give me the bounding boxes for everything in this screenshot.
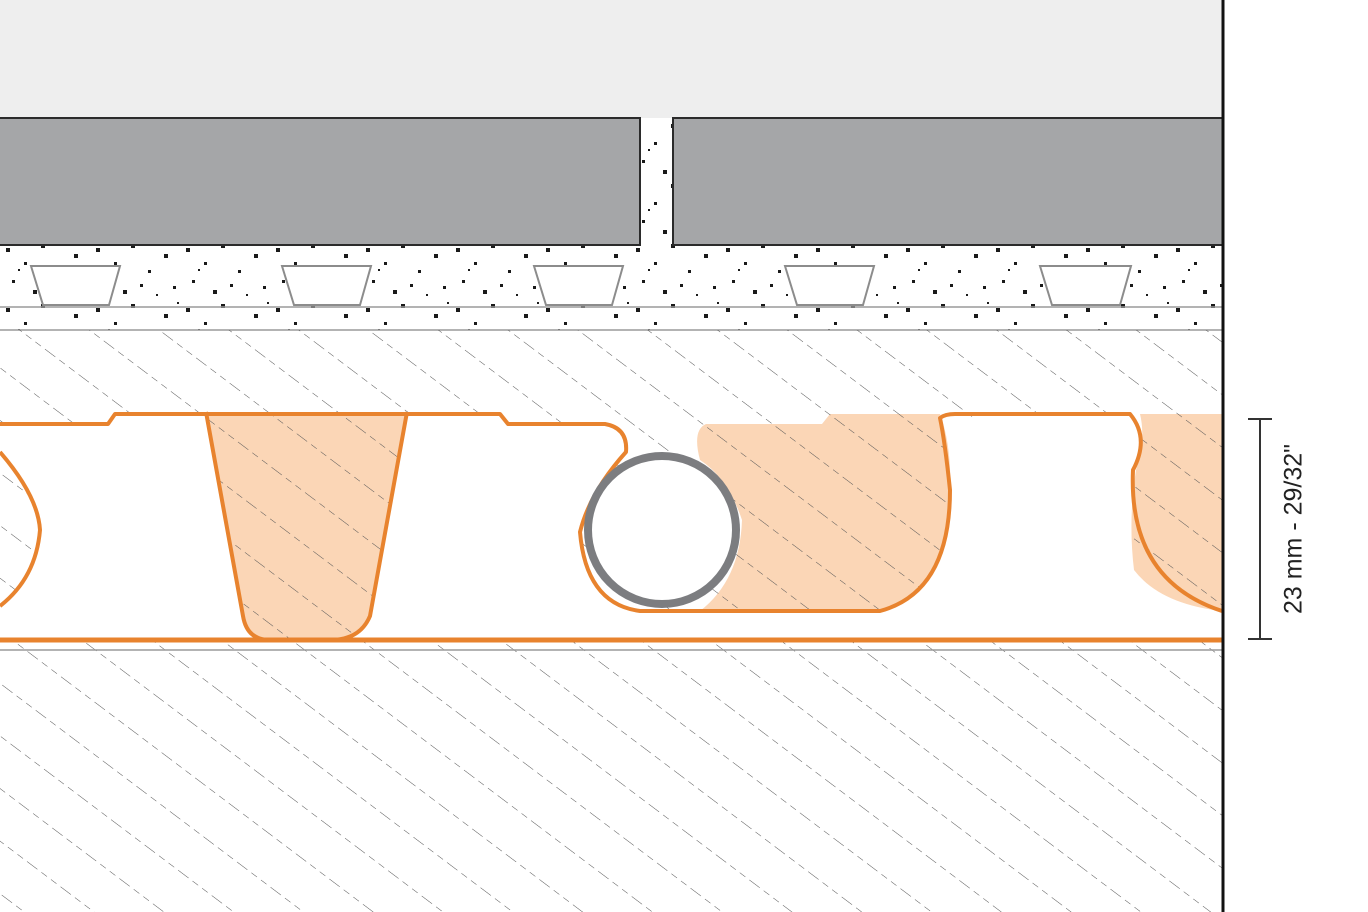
heating-pipe-icon: [584, 452, 740, 608]
room-space: [0, 0, 1222, 120]
dimension-label: 23 mm - 29/32": [1279, 443, 1308, 615]
tile-icon: [0, 117, 641, 246]
tile-layer: [0, 117, 1222, 246]
tile-icon: [672, 117, 1222, 246]
uncoupling-membrane-icon: [0, 411, 1222, 651]
dimension-marker: [1248, 418, 1272, 640]
membrane-anchors: [29, 265, 1133, 306]
